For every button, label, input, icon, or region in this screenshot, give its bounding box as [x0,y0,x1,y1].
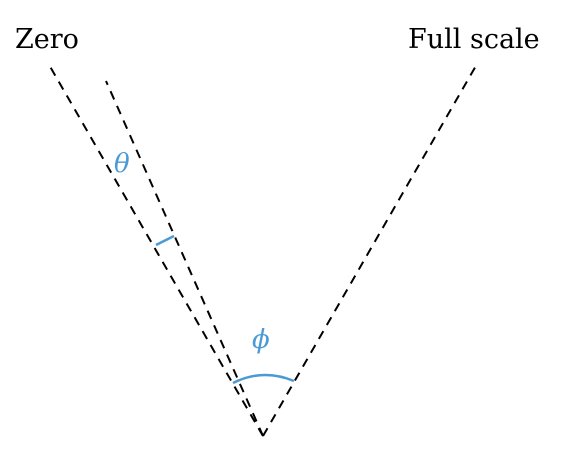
offset-line [105,80,264,437]
zero-line [47,62,264,437]
theta-symbol: θ [114,149,130,179]
theta-marker [155,234,175,247]
full-scale-label: Full scale [408,24,540,55]
zero-label: Zero [15,24,79,55]
phi-symbol: ϕ [252,325,270,355]
full-scale-line [262,63,478,437]
phi-arc [232,373,295,385]
